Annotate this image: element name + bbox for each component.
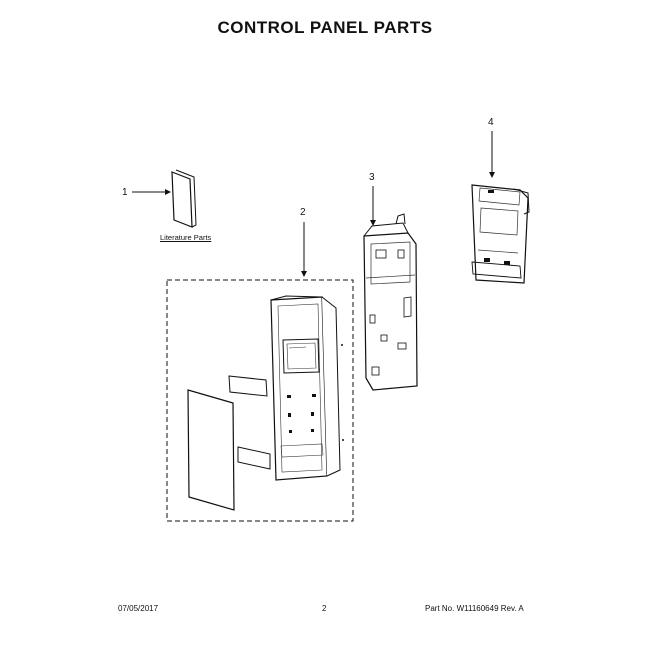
footer-date: 07/05/2017 (118, 604, 159, 613)
literature-book (132, 169, 197, 228)
page-title: CONTROL PANEL PARTS (217, 18, 433, 37)
literature-parts-label: Literature Parts (160, 233, 212, 242)
mounting-bracket (471, 131, 530, 284)
control-panel-assembly (166, 222, 354, 522)
callout-2: 2 (300, 207, 306, 218)
back-panel (363, 186, 418, 391)
callout-3: 3 (369, 172, 375, 183)
callout-4: 4 (488, 117, 494, 128)
callout-1: 1 (122, 187, 128, 198)
footer-page-number: 2 (322, 604, 327, 613)
footer-part-info: Part No. W11160649 Rev. A (425, 604, 524, 613)
